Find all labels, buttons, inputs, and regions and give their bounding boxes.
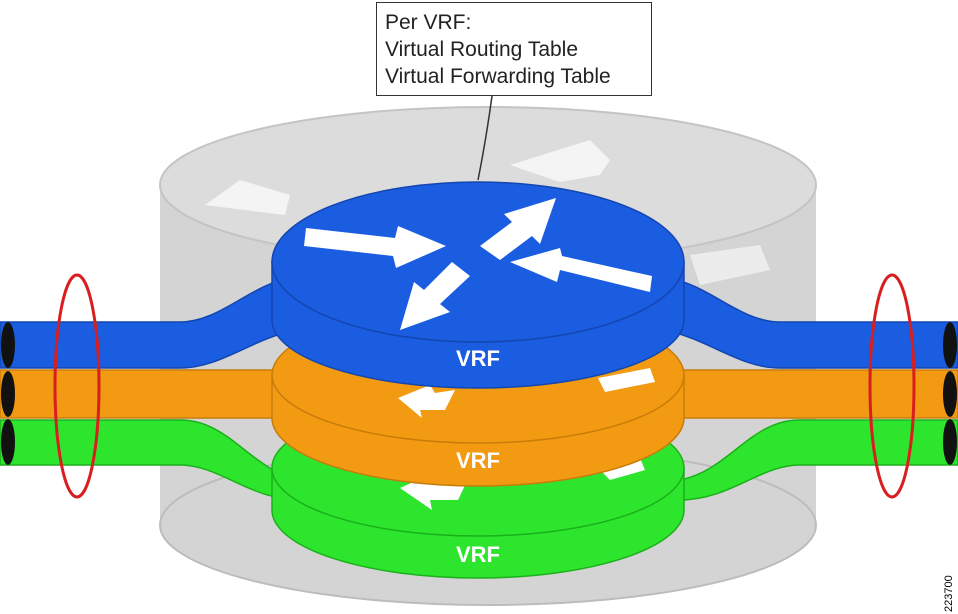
right-bundle-ring [868, 273, 916, 499]
vrf-label-blue: VRF [456, 346, 500, 371]
fiber-end-caps [1, 322, 957, 465]
green-arrow-right-icon [600, 458, 645, 480]
callout-pointer [477, 95, 493, 181]
orange-fiber [0, 369, 958, 419]
callout-box: Per VRF: Virtual Routing Table Virtual F… [376, 2, 652, 96]
router-arrow-east-icon [304, 226, 446, 268]
figure-id: 223700 [943, 575, 955, 612]
orange-arrow-icon [398, 385, 455, 418]
callout-line-1: Per VRF: [385, 11, 472, 34]
green-fiber [0, 419, 958, 501]
router-arrow-west-icon [510, 248, 652, 292]
router-arrow-up-icon [510, 140, 610, 182]
router-arrow-northeast-icon [480, 198, 556, 260]
router-arrow-southwest-icon [400, 262, 470, 330]
callout-line-3: Virtual Forwarding Table [385, 65, 611, 88]
callout-line-2: Virtual Routing Table [385, 38, 579, 61]
vrf-label-green: VRF [456, 542, 500, 567]
blue-vrf-disc [271, 181, 685, 389]
bundle-rings [53, 273, 916, 499]
vrf-label-orange: VRF [456, 448, 500, 473]
left-bundle-ring [53, 273, 101, 499]
router-arrow-left-icon [205, 180, 290, 215]
orange-arrow-right-icon [598, 368, 655, 392]
router-arrow-right-icon [690, 245, 770, 285]
